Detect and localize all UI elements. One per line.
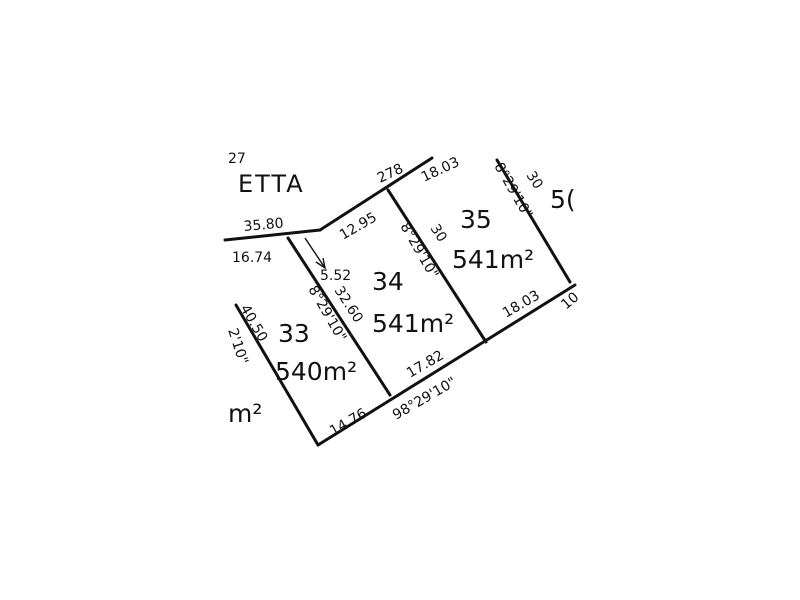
dimension-18-03-bottom: 18.03: [500, 288, 543, 322]
lot-35-number: 35: [460, 205, 492, 234]
dimension-35-80: 35.80: [243, 216, 284, 235]
dimension-16-74: 16.74: [232, 250, 272, 266]
boundary-33-34: [286, 236, 392, 397]
dimension-18-03-top: 18.03: [419, 154, 462, 185]
road-frontage-right: [318, 156, 434, 232]
dimension-30-lot34: 30: [427, 221, 450, 245]
dimension-30-lot35: 30: [523, 168, 546, 192]
lot-33-area: 540m²: [275, 357, 357, 386]
lot-34-number: 34: [372, 267, 404, 296]
bearing-bottom: 98°29'10": [390, 374, 459, 423]
partial-area-left: m²: [228, 399, 262, 428]
arrow-head-icon: [315, 257, 327, 270]
rear-boundary: [316, 283, 577, 447]
dimension-14-76: 14.76: [327, 406, 370, 440]
boundary-34-35: [386, 188, 488, 344]
dimension-278: 278: [375, 161, 406, 187]
arrow-line: [304, 237, 326, 269]
boundary-35-right: [495, 158, 572, 284]
lot-33-number: 33: [278, 319, 310, 348]
lot-35-area: 541m²: [452, 245, 534, 274]
road-frontage-left: [223, 228, 322, 242]
road-name: ETTA: [238, 170, 305, 198]
dimension-17-82: 17.82: [404, 348, 447, 382]
road-partial-top: 27: [228, 151, 246, 167]
dimension-5-52: 5.52: [320, 268, 351, 284]
bearing-left-edge: 2'10": [224, 326, 251, 366]
boundary-lot33-left: [234, 303, 320, 447]
partial-area-right: 5(: [550, 185, 576, 214]
lot-34-area: 541m²: [372, 309, 454, 338]
bearing-lot35: 8°29'10": [491, 160, 536, 222]
